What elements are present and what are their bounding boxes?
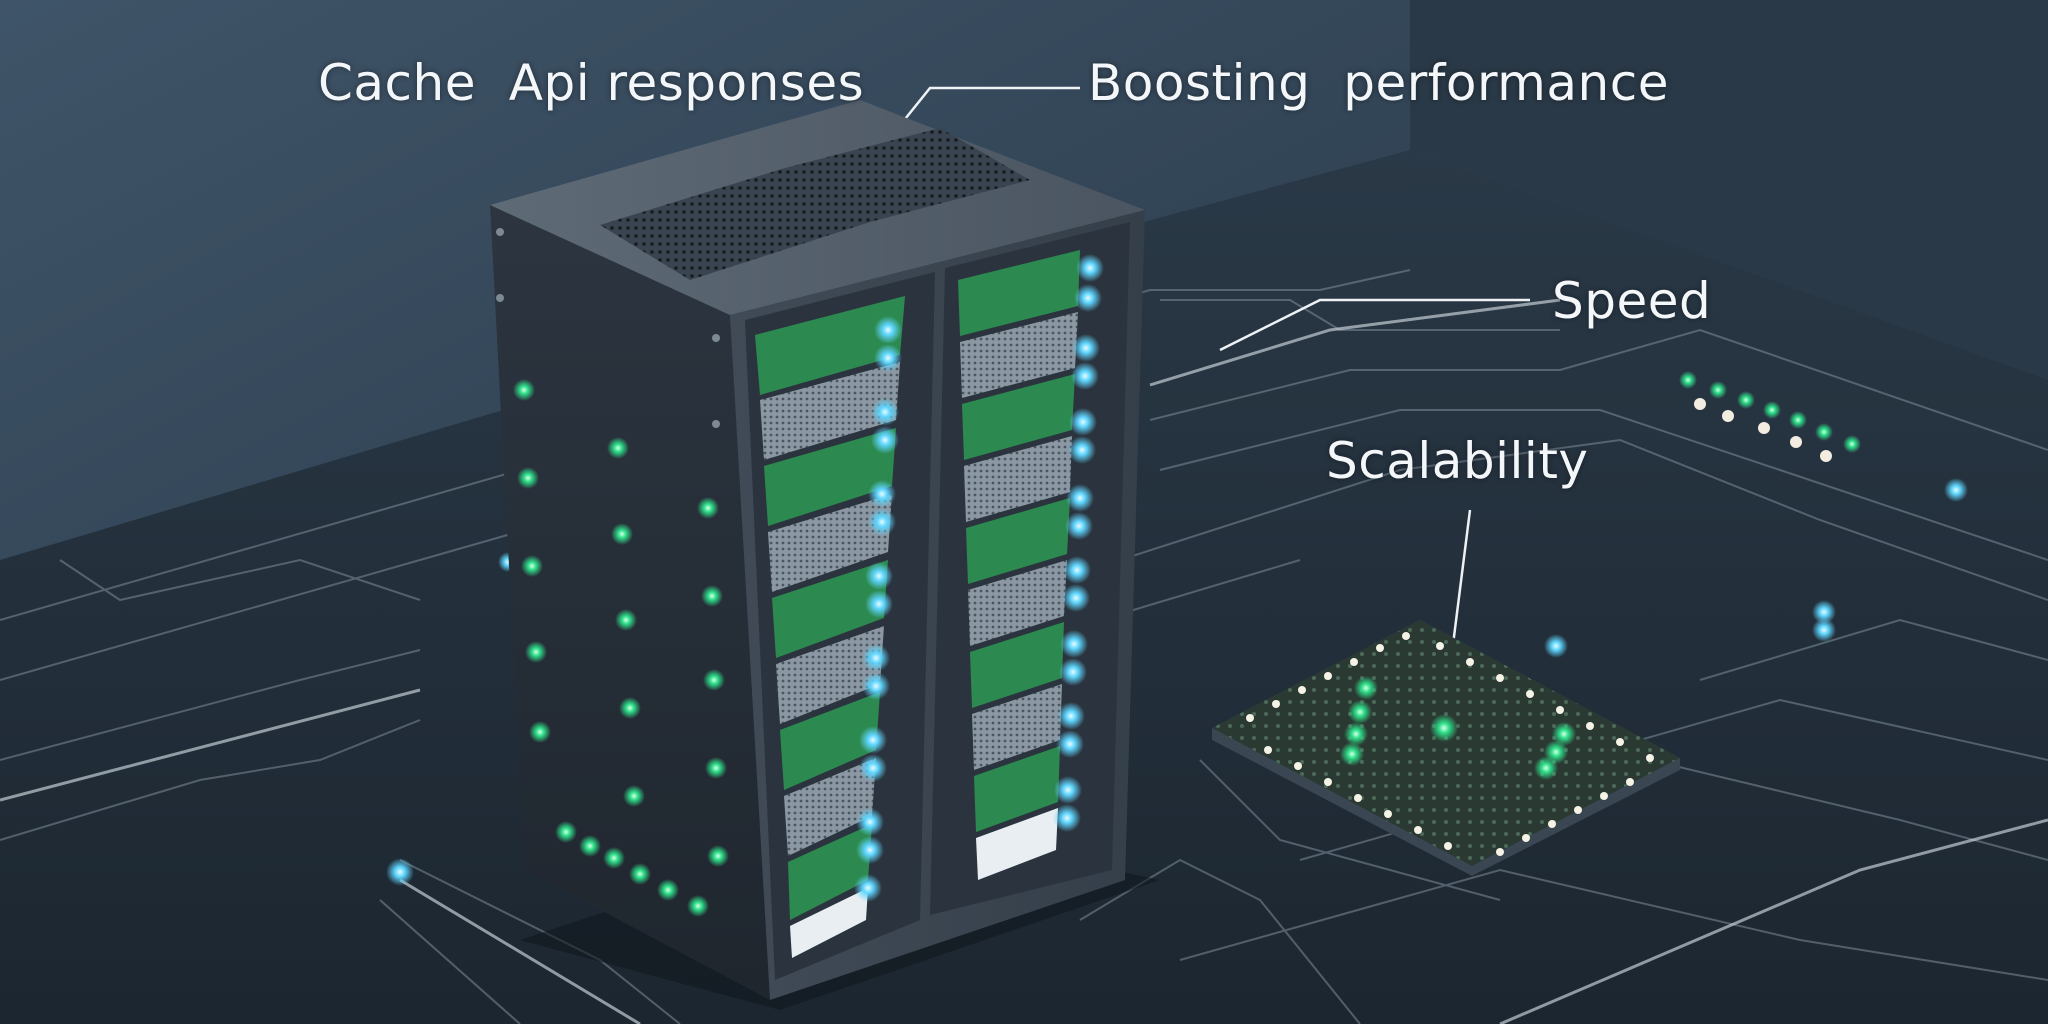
- server-rack-icon: [490, 100, 1160, 1010]
- microchip-icon: [1212, 620, 1680, 876]
- label-cache-api-responses: Cache Api responses: [318, 54, 865, 112]
- label-boosting-performance: Boosting performance: [1088, 54, 1669, 112]
- label-scalability: Scalability: [1326, 432, 1589, 490]
- label-speed: Speed: [1552, 272, 1712, 330]
